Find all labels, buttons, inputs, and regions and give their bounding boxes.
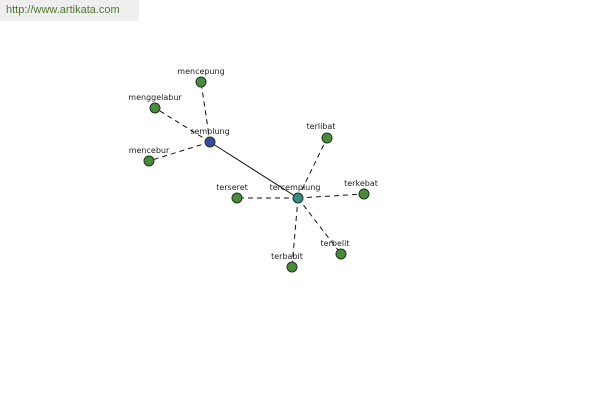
node-label-terseret: terseret <box>216 183 248 192</box>
node-mencepung[interactable] <box>195 76 207 88</box>
node-terseret[interactable] <box>231 192 243 204</box>
node-label-menggelabur: menggelabur <box>128 93 182 102</box>
edge-semplung-mencebur <box>148 141 211 162</box>
node-label-terbelit: terbelit <box>321 239 350 248</box>
node-label-terbabit: terbabit <box>271 252 303 261</box>
node-mencebur[interactable] <box>143 155 155 167</box>
node-terkebat[interactable] <box>358 188 370 200</box>
node-label-terkebat: terkebat <box>344 179 378 188</box>
watermark-link[interactable]: http://www.artikata.com <box>0 0 139 21</box>
edge-tercemplung-terbelit <box>297 197 342 255</box>
node-terbelit[interactable] <box>335 248 347 260</box>
node-label-mencebur: mencebur <box>129 146 170 155</box>
node-terlibat[interactable] <box>321 132 333 144</box>
node-label-semplung: semplung <box>190 127 229 136</box>
edge-tercemplung-terlibat <box>297 137 328 199</box>
node-menggelabur[interactable] <box>149 102 161 114</box>
node-tercemplung[interactable] <box>292 192 304 204</box>
edge-tercemplung-terkebat <box>297 193 365 199</box>
node-label-terlibat: terlibat <box>307 122 336 131</box>
edge-semplung-tercemplung <box>209 141 299 199</box>
edge-layer <box>148 81 365 268</box>
node-semplung[interactable] <box>204 136 216 148</box>
node-layer <box>143 76 370 273</box>
node-terbabit[interactable] <box>286 261 298 273</box>
edge-semplung-mencepung <box>200 81 211 143</box>
node-label-mencepung: mencepung <box>177 67 224 76</box>
node-label-tercemplung: tercemplung <box>270 183 321 192</box>
label-layer: semplung tercemplung mencepung menggelabur m… <box>128 67 378 261</box>
edge-semplung-menggelabur <box>154 107 211 143</box>
edge-tercemplung-terbabit <box>291 197 299 268</box>
